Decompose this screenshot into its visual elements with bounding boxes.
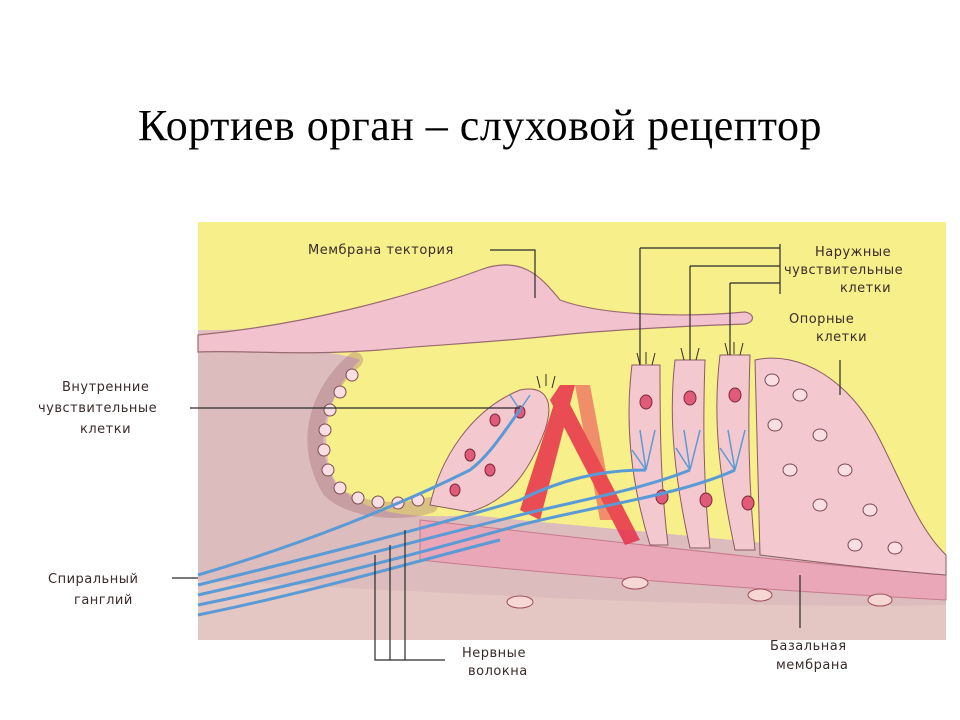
leader-lines [172, 244, 841, 661]
label-nerve-fibers-2: волокна [468, 664, 528, 679]
page-title: Кортиев орган – слуховой рецептор [138, 101, 822, 150]
label-basilar-membrane-1: Базальная [770, 639, 847, 654]
label-outer-cells-2: чувствительные [784, 263, 903, 278]
label-outer-cells-1: Наружные [815, 245, 891, 260]
support-cell-nuclei [764, 373, 903, 555]
label-inner-cells-1: Внутренние [62, 380, 149, 395]
label-nerve-fibers-1: Нервные [462, 646, 526, 661]
basilar-membrane [419, 519, 947, 601]
label-inner-cells-2: чувствительные [38, 401, 157, 416]
nerve-fibers-drawing [197, 409, 736, 617]
bottom-tissue [198, 580, 946, 640]
label-support-cells-2: клетки [816, 330, 867, 345]
label-inner-cells-3: клетки [80, 422, 131, 437]
tectorial-membrane [197, 264, 754, 354]
label-basilar-membrane-2: мембрана [776, 658, 848, 673]
inner-cell-arc [307, 352, 438, 518]
hair-tufts [536, 342, 744, 389]
label-spiral-ganglion-2: ганглий [74, 593, 133, 608]
tissue-cells [506, 576, 893, 609]
label-outer-cells-3: клетки [840, 281, 891, 296]
label-tectorial-membrane: Мембрана тектория [308, 243, 454, 258]
outer-hair-cells [628, 354, 756, 551]
label-spiral-ganglion-1: Спиральный [48, 572, 138, 587]
label-support-cells-1: Опорные [789, 312, 854, 327]
nerve-branches [509, 394, 746, 471]
